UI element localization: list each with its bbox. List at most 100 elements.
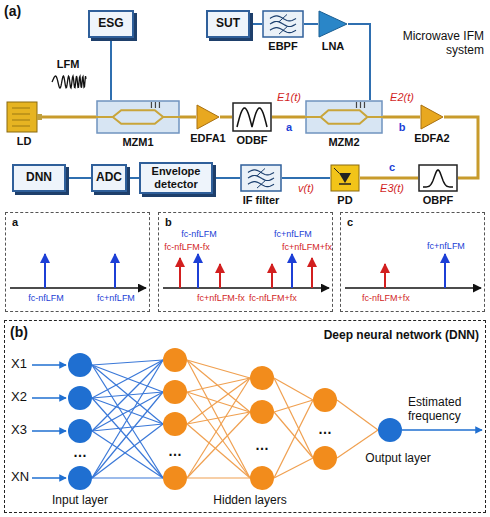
electrical-wire bbox=[282, 177, 330, 179]
neuron bbox=[163, 466, 187, 490]
weight-line bbox=[274, 400, 313, 478]
neuron bbox=[250, 400, 274, 424]
diode-symbol bbox=[339, 173, 351, 183]
weight-line bbox=[187, 424, 250, 478]
system-title: Microwave IFM system bbox=[396, 30, 484, 58]
filter-wave bbox=[270, 22, 296, 27]
signal-source-box: SUT bbox=[206, 10, 250, 38]
weight-line bbox=[274, 400, 313, 412]
neuron bbox=[163, 380, 187, 404]
amplifier-symbol: EDFA2 bbox=[420, 104, 444, 130]
amplifier-symbol: EDFA1 bbox=[196, 104, 220, 130]
weight-line bbox=[187, 360, 250, 378]
neuron bbox=[250, 466, 274, 490]
neuron bbox=[250, 366, 274, 390]
neuron bbox=[68, 353, 92, 377]
light-arrow bbox=[334, 168, 339, 173]
component-label: OBPF bbox=[423, 194, 454, 207]
spectral-line bbox=[44, 254, 46, 288]
weight-line bbox=[92, 392, 163, 431]
panel-label: a bbox=[12, 216, 18, 229]
panel-label: Deep neural network (DNN) bbox=[324, 329, 479, 343]
photodetector-block-icon bbox=[330, 164, 360, 192]
frequency-label: fc-nfLFM+fx bbox=[249, 293, 297, 303]
box-label: Envelope detector bbox=[144, 165, 208, 190]
amplifier-symbol-icon bbox=[196, 104, 220, 130]
frequency-label: fc-nfLFM-fx bbox=[164, 242, 210, 252]
spectral-line bbox=[179, 258, 181, 288]
filter-frame bbox=[241, 165, 281, 191]
frequency-axis bbox=[163, 287, 329, 289]
neuron bbox=[163, 412, 187, 436]
laser-fin bbox=[12, 126, 30, 127]
weight-line bbox=[187, 378, 250, 478]
frequency-label: fc+nfLFM bbox=[97, 293, 135, 303]
signal-name: v(t) bbox=[298, 182, 314, 195]
panel-label: b bbox=[165, 216, 172, 229]
modulator-block-icon bbox=[96, 100, 180, 134]
waveguide bbox=[96, 110, 180, 124]
filter-slash bbox=[257, 181, 265, 188]
spectral-line bbox=[444, 254, 446, 288]
optical-fiber bbox=[360, 177, 418, 180]
laser-port bbox=[37, 114, 42, 120]
filter-frame bbox=[233, 103, 271, 131]
weight-line bbox=[92, 477, 163, 478]
electrical-wire bbox=[348, 24, 370, 100]
laser-module-icon bbox=[6, 101, 42, 133]
spectral-line bbox=[197, 254, 199, 288]
input-name: X2 bbox=[11, 390, 27, 405]
signal-name: LFM bbox=[57, 58, 80, 71]
box-label: ADC bbox=[96, 171, 122, 185]
filter-block-icon bbox=[418, 164, 458, 192]
weight-line bbox=[92, 431, 163, 478]
layer-name: Input layer bbox=[52, 494, 108, 508]
layer-name: Output layer bbox=[365, 452, 430, 466]
modulator-body bbox=[97, 101, 179, 133]
component-label: EDFA2 bbox=[414, 132, 449, 145]
electrical-wire bbox=[66, 177, 91, 179]
neuron bbox=[378, 418, 402, 442]
input-arrow bbox=[32, 364, 66, 366]
spectrum-inset: afc-nfLFMfc+nfLFM bbox=[5, 212, 150, 312]
optical-fiber bbox=[42, 116, 96, 119]
spectral-line bbox=[271, 264, 273, 288]
filter-response bbox=[423, 170, 453, 187]
ellipsis: … bbox=[73, 444, 87, 460]
optical-fiber bbox=[272, 116, 305, 119]
spectrum-inset: bfc-nfLFM-fxfc-nfLFMfc+nfLFMfc+nfLFM+fxf… bbox=[158, 212, 333, 312]
panel-label: (b) bbox=[10, 324, 28, 340]
weight-line bbox=[92, 360, 163, 431]
signal-name: E2(t) bbox=[390, 91, 414, 104]
optical-fiber bbox=[383, 116, 420, 119]
filter-block: ODBF bbox=[232, 102, 272, 132]
component-label: MZM1 bbox=[122, 136, 153, 149]
box-label: ESG bbox=[98, 17, 123, 31]
neuron bbox=[68, 386, 92, 410]
filter-frame bbox=[419, 165, 457, 191]
neuron bbox=[68, 466, 92, 490]
frequency-label: fc+nfLFM-fx bbox=[197, 293, 245, 303]
component-label: LNA bbox=[322, 40, 345, 53]
point-marker: b bbox=[399, 121, 406, 134]
filter-slash bbox=[257, 168, 265, 175]
spectral-line bbox=[384, 264, 386, 288]
frequency-axis bbox=[10, 287, 146, 289]
diode-bar bbox=[339, 183, 351, 185]
electrical-wire bbox=[304, 23, 318, 25]
modulator-body bbox=[306, 101, 382, 133]
spectrum-c bbox=[345, 254, 481, 288]
photodetector-block: PD bbox=[330, 164, 360, 192]
box-label: DNN bbox=[26, 171, 52, 185]
electrical-wire bbox=[250, 23, 262, 25]
laser-body bbox=[7, 102, 37, 132]
component-label: PD bbox=[337, 194, 352, 207]
electrode bbox=[159, 102, 160, 108]
filter-block-icon bbox=[240, 164, 282, 192]
filter-block: IF filter bbox=[240, 164, 282, 192]
electrode bbox=[155, 102, 156, 108]
weight-line bbox=[92, 360, 163, 398]
amplifier-triangle bbox=[421, 105, 443, 129]
